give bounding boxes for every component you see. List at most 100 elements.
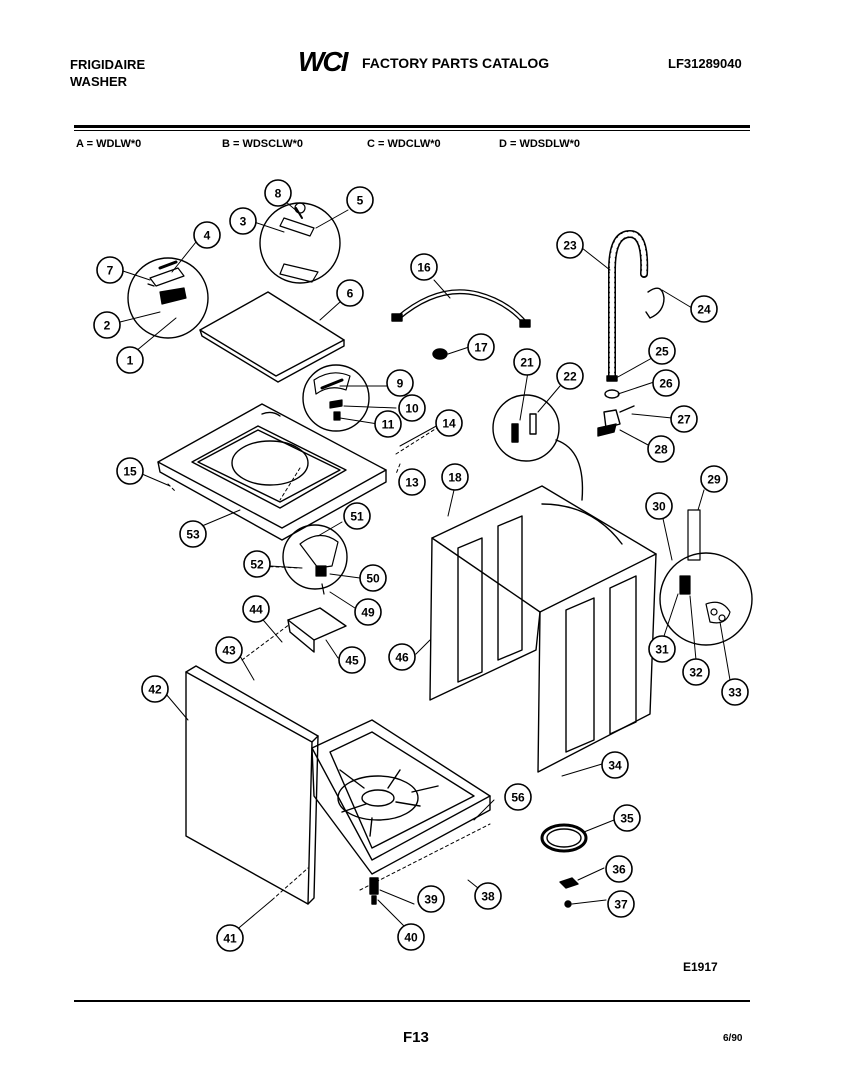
callout-number: 52 — [250, 558, 264, 572]
callout-circle — [513, 348, 541, 376]
callout-8: 8 — [264, 179, 292, 207]
callout-number: 10 — [405, 402, 419, 416]
hose-hook-24 — [645, 287, 665, 319]
callout-2: 2 — [93, 311, 121, 339]
callout-circle — [601, 751, 629, 779]
callout-circle — [229, 207, 257, 235]
callout-11: 11 — [374, 410, 402, 438]
callout-38: 38 — [474, 882, 502, 910]
cabinet — [429, 485, 657, 773]
callout-53: 53 — [179, 520, 207, 548]
callout-circle — [343, 502, 371, 530]
callout-15: 15 — [116, 457, 144, 485]
callout-4: 4 — [193, 221, 221, 249]
callout-49: 49 — [354, 598, 382, 626]
footer-rule — [74, 1000, 750, 1002]
diagram-code: E1917 — [683, 960, 718, 974]
revision-date: 6/90 — [723, 1033, 743, 1044]
callout-56: 56 — [504, 783, 532, 811]
bubble-leader — [555, 439, 584, 501]
wci-logo: WCI — [298, 46, 352, 76]
callout-circle — [441, 463, 469, 491]
lid-switch-parts — [313, 372, 351, 421]
callout-46: 46 — [388, 643, 416, 671]
top-cover — [157, 403, 387, 541]
callout-7: 7 — [96, 256, 124, 284]
callout-circle — [670, 405, 698, 433]
catalog-title: FACTORY PARTS CATALOG — [362, 55, 550, 71]
callout-circle — [556, 362, 584, 390]
callout-1: 1 — [116, 346, 144, 374]
callout-circle — [652, 369, 680, 397]
callout-41: 41 — [216, 924, 244, 952]
detail-bubbles — [127, 202, 753, 646]
callout-circle — [116, 457, 144, 485]
callout-number: 25 — [655, 345, 669, 359]
callout-circle — [346, 186, 374, 214]
header-rule — [74, 125, 750, 128]
callout-16: 16 — [410, 253, 438, 281]
front-panel — [185, 665, 319, 905]
callout-circle — [605, 855, 633, 883]
callout-42: 42 — [141, 675, 169, 703]
callout-51: 51 — [343, 502, 371, 530]
callout-number: 15 — [123, 465, 137, 479]
callout-circle — [398, 468, 426, 496]
callout-29: 29 — [700, 465, 728, 493]
product-name: WASHER — [70, 74, 128, 89]
variant-a: A = WDLW*0 — [76, 138, 142, 150]
callout-5: 5 — [346, 186, 374, 214]
washer-base — [311, 719, 491, 875]
callout-number: 30 — [652, 500, 666, 514]
callout-25: 25 — [648, 337, 676, 365]
callout-circle — [386, 369, 414, 397]
callout-circle — [648, 635, 676, 663]
callout-30: 30 — [645, 492, 673, 520]
callout-26: 26 — [652, 369, 680, 397]
drain-hose — [608, 230, 649, 380]
callout-6: 6 — [336, 279, 364, 307]
detail-bubble-hose-clamp — [492, 394, 560, 462]
callout-number: 18 — [448, 471, 462, 485]
callout-leaders — [119, 201, 731, 933]
callout-number: 36 — [612, 863, 626, 877]
callout-circle — [388, 643, 416, 671]
callout-number: 27 — [677, 413, 691, 427]
callout-circle — [116, 346, 144, 374]
callout-17: 17 — [467, 333, 495, 361]
callout-13: 13 — [398, 468, 426, 496]
callout-circle — [648, 337, 676, 365]
callout-number: 56 — [511, 791, 525, 805]
callout-number: 4 — [204, 229, 211, 243]
hinge-parts — [147, 202, 319, 305]
callout-circle — [682, 658, 710, 686]
callout-circle — [504, 783, 532, 811]
callout-circle — [96, 256, 124, 284]
callout-number: 39 — [424, 893, 438, 907]
callout-circle — [336, 279, 364, 307]
callout-circle — [613, 804, 641, 832]
callout-number: 49 — [361, 606, 375, 620]
detail-bubble-lid-switch — [302, 364, 370, 432]
callout-circle — [700, 465, 728, 493]
callout-44: 44 — [242, 595, 270, 623]
callout-number: 11 — [382, 418, 395, 432]
callout-18: 18 — [441, 463, 469, 491]
callout-number: 7 — [107, 264, 114, 278]
callout-number: 17 — [474, 341, 488, 355]
callout-number: 44 — [249, 603, 263, 617]
header-rule-thin — [74, 130, 750, 131]
callout-circle — [435, 409, 463, 437]
callout-circle — [645, 492, 673, 520]
control-parts — [679, 509, 731, 624]
callout-34: 34 — [601, 751, 629, 779]
variant-b: B = WDSCLW*0 — [222, 138, 303, 150]
callout-21: 21 — [513, 348, 541, 376]
callout-40: 40 — [397, 923, 425, 951]
callout-28: 28 — [647, 435, 675, 463]
callout-circle — [647, 435, 675, 463]
callout-number: 53 — [186, 528, 200, 542]
callout-number: 45 — [345, 654, 359, 668]
callout-number: 40 — [404, 931, 418, 945]
